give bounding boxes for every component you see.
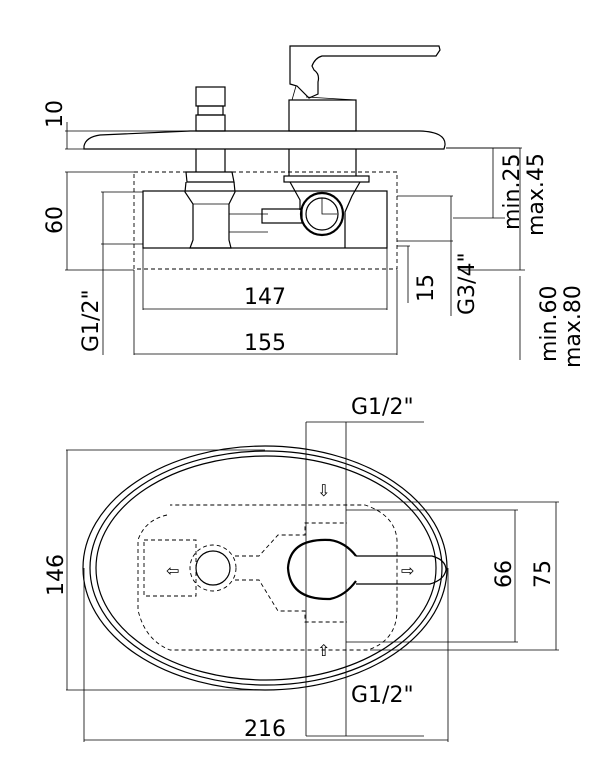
dim-body-length: 147	[244, 285, 286, 310]
dim-outlet-thread: G3/4"	[455, 252, 480, 315]
arrow-down-icon: ⇩	[317, 481, 330, 500]
mixer-handle-top	[286, 538, 357, 601]
dim-depth-min-25: min.25	[500, 154, 525, 230]
installation-box	[133, 171, 398, 270]
dim-offset: 15	[414, 274, 439, 302]
dim-outer-height: 75	[531, 560, 556, 588]
arrow-up-icon: ⇧	[317, 641, 330, 660]
side-view-dimensions: 10 60 G1/2" 147 155 15 G3/4" min.25 max.…	[43, 100, 586, 368]
dim-plate-height: 146	[44, 554, 69, 596]
front-view: ⇦ ⇨ ⇩ ⇧	[82, 445, 448, 691]
side-view	[83, 45, 446, 270]
valve-body	[142, 190, 388, 249]
dim-bottom-inlet: G1/2"	[351, 683, 414, 708]
dim-top-inlet: G1/2"	[351, 395, 414, 420]
dim-plate-width: 216	[244, 717, 286, 742]
cartridge-ring	[299, 191, 345, 237]
arrow-right-icon: ⇨	[401, 561, 414, 580]
escutcheon-outer	[82, 445, 448, 691]
diverter-knob	[195, 86, 226, 107]
escutcheon-plate	[83, 130, 446, 150]
diverter-circle	[195, 550, 231, 586]
dim-inner-height: 66	[492, 560, 517, 588]
dim-plate-thickness: 10	[43, 100, 68, 128]
mixer-handle	[289, 45, 441, 99]
front-view-dimensions: G1/2" G1/2" 146 216 66 75	[44, 395, 559, 742]
dim-box-height: 60	[43, 206, 68, 234]
dim-depth-max-80: max.80	[561, 285, 586, 368]
dim-inlet-thread: G1/2"	[79, 289, 104, 352]
dim-depth-min-60: min.60	[537, 286, 562, 362]
dim-depth-max-45: max.45	[524, 153, 549, 236]
arrow-left-icon: ⇦	[166, 561, 179, 580]
recess-outline	[137, 504, 398, 651]
handle-stem	[288, 99, 357, 132]
dim-box-length: 155	[244, 331, 286, 356]
